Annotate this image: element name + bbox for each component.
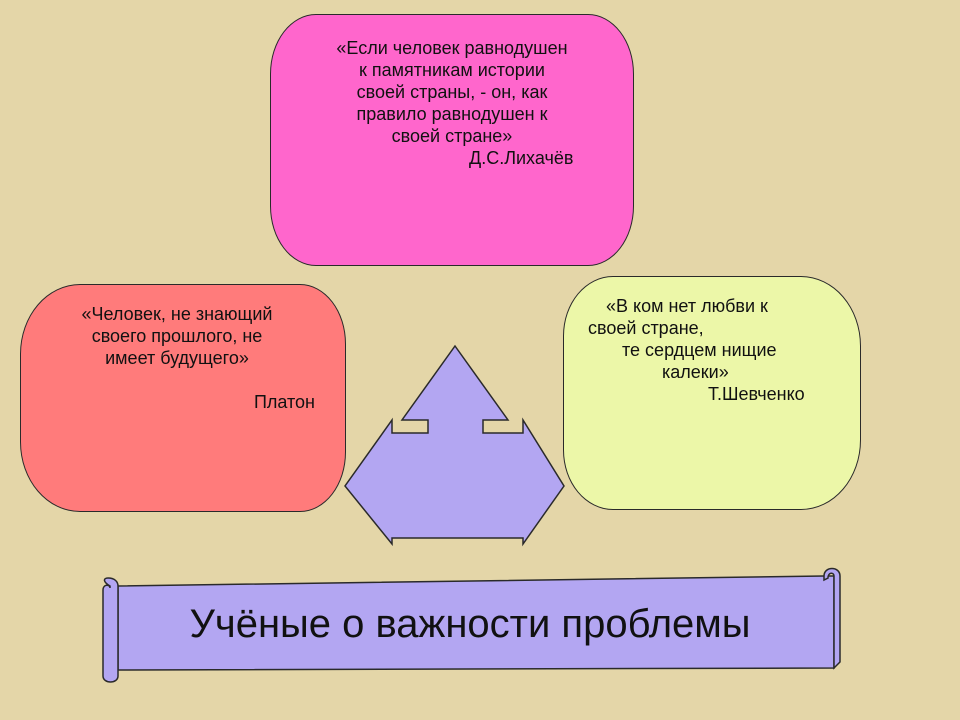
quote-line: к памятникам истории bbox=[359, 60, 545, 80]
quote-box-shevchenko: «В ком нет любви к своей стране, те серд… bbox=[563, 276, 861, 510]
quote-author: Платон bbox=[253, 392, 315, 412]
quote-line: «Если человек равнодушен bbox=[336, 38, 568, 58]
quote-line: правило равнодушен к bbox=[356, 104, 548, 124]
quote-author: Д.С.Лихачёв bbox=[469, 148, 574, 168]
quote-line: «Человек, не знающий bbox=[81, 304, 273, 324]
scroll-left-roll bbox=[102, 577, 119, 683]
quote-line: своего прошлого, не bbox=[91, 326, 263, 346]
quote-line: имеет будущего» bbox=[105, 348, 249, 368]
quote-line: те сердцем нищие bbox=[622, 340, 777, 360]
quote-line: калеки» bbox=[662, 362, 729, 382]
quote-author: Т.Шевченко bbox=[708, 384, 805, 404]
scroll-right-roll bbox=[823, 567, 841, 670]
quote-box-likhachev: «Если человек равнодушен к памятникам ис… bbox=[270, 14, 634, 266]
banner-title: Учёные о важности проблемы bbox=[189, 602, 751, 646]
quote-line: своей стране, bbox=[588, 318, 704, 338]
quote-line: своей стране» bbox=[391, 126, 513, 146]
quote-box-plato: «Человек, не знающий своего прошлого, не… bbox=[20, 284, 346, 512]
quote-line: своей страны, - он, как bbox=[356, 82, 548, 102]
quote-line: «В ком нет любви к bbox=[606, 296, 768, 316]
